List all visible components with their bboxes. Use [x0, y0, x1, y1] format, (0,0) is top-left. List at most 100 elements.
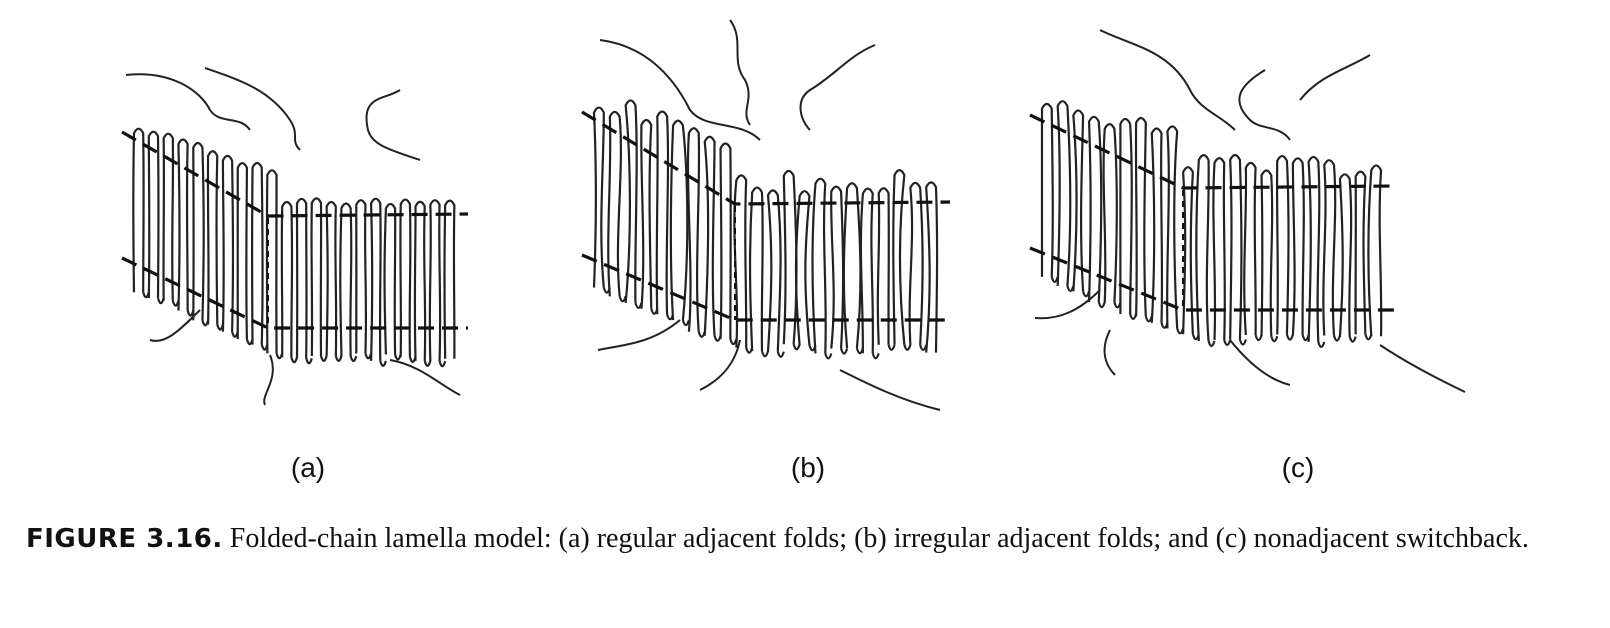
chain-fold [1102, 123, 1118, 303]
chain-fold [1195, 154, 1210, 342]
chain-fold-bottom [1254, 334, 1263, 342]
loose-chain-end [1238, 69, 1291, 141]
chain-fold [733, 174, 748, 348]
chain-fold-bottom [887, 344, 896, 351]
chain-fold [236, 162, 249, 340]
chain-fold [1338, 173, 1353, 337]
panel-c-nonadjacent-switchback [1029, 29, 1466, 393]
chain-fold-bottom [1223, 339, 1232, 347]
chain-fold-bottom [423, 360, 432, 368]
chain-fold [1229, 153, 1243, 340]
chain-fold [1182, 166, 1194, 335]
chain-fold [1354, 170, 1367, 335]
loose-chain-end [1299, 54, 1371, 101]
caption-text: Folded-chain lamella model: (a) regular … [222, 523, 1529, 554]
chain-fold [794, 190, 811, 346]
chain-fold [703, 135, 716, 336]
chain-fold [908, 181, 924, 345]
chain-fold [355, 199, 368, 354]
chain-fold [719, 142, 732, 340]
loose-chain-end [389, 359, 461, 396]
lamella-top-boundary [121, 130, 469, 218]
chain-fold [892, 169, 906, 345]
chain-fold [295, 197, 308, 359]
loose-chain-end [125, 73, 251, 131]
chain-fold [413, 200, 427, 361]
loose-chain-end [597, 319, 681, 351]
chain-fold-bottom [305, 358, 313, 365]
chain-fold-bottom [824, 353, 833, 360]
chain-fold [748, 186, 764, 352]
lamella-bottom-boundary [1029, 246, 1395, 312]
loose-chain-end [699, 339, 741, 391]
chain-fold-bottom [792, 343, 801, 351]
chain-fold [221, 154, 235, 332]
loose-chain-end [1103, 329, 1116, 376]
loose-chain-end [729, 19, 751, 126]
loose-chain-end [839, 369, 941, 411]
chain-fold-bottom [776, 351, 785, 358]
chain-fold [607, 110, 622, 297]
chain-fold-bottom [1317, 341, 1326, 349]
chain-fold-bottom [290, 356, 299, 364]
chain-fold [206, 150, 219, 325]
chain-fold [1275, 155, 1290, 335]
chain-fold [925, 181, 939, 353]
chain-fold-bottom [919, 344, 928, 352]
chain-fold-bottom [1285, 334, 1294, 341]
chain-fold [192, 141, 205, 321]
chain-fold [1291, 157, 1305, 336]
chain-fold [842, 182, 862, 349]
chain-fold [1119, 117, 1133, 314]
chain-fold-bottom [319, 355, 328, 363]
chain-fold [1056, 100, 1072, 287]
chain-fold [1307, 155, 1321, 342]
chain-fold [1134, 116, 1147, 317]
chain-fold [443, 199, 456, 359]
chain-fold [399, 198, 412, 357]
panel-label-c: (c) [1281, 452, 1315, 483]
panel-label-b: (b) [790, 452, 826, 483]
chain-fold-bottom [334, 355, 343, 363]
chain-fold [383, 202, 397, 355]
chain-fold-bottom [1332, 335, 1342, 342]
chain-fold [132, 127, 145, 293]
chain-fold [686, 127, 701, 332]
chain-fold [1243, 161, 1257, 336]
chain-fold [655, 110, 670, 315]
chain-fold [1072, 109, 1085, 292]
panel-a-regular-adjacent-folds [121, 67, 469, 406]
chain-fold [1087, 115, 1103, 303]
chain-fold [369, 197, 382, 361]
panel-b-irregular-adjacent-folds [581, 19, 951, 411]
chain-fold [162, 132, 175, 301]
loose-chain-end [263, 354, 274, 406]
chain-fold [1367, 164, 1383, 337]
loose-chain-end [1379, 344, 1466, 393]
chain-fold [251, 161, 264, 345]
lamella-bottom-boundary [121, 256, 468, 330]
chain-fold [1260, 169, 1274, 337]
loose-chain-end [365, 89, 421, 161]
chain-fold-bottom [1097, 301, 1106, 309]
chain-fold [669, 119, 689, 321]
chain-fold [147, 130, 160, 299]
loose-chain-end [149, 309, 201, 342]
chain-fold [1212, 157, 1226, 340]
chain-fold [782, 169, 798, 345]
chain-fold [624, 99, 638, 304]
chain-fold-bottom [840, 348, 849, 355]
chain-fold [1040, 102, 1054, 277]
chain-fold [339, 202, 353, 357]
chain-fold [766, 189, 782, 352]
chain-fold [830, 185, 845, 349]
chain-fold-bottom [1207, 340, 1216, 348]
chain-fold-bottom [618, 295, 627, 303]
chain-fold [876, 187, 890, 345]
loose-chain-end [1229, 339, 1291, 386]
chain-fold [177, 138, 189, 311]
chain-fold [1322, 159, 1337, 336]
chain-fold [640, 118, 653, 309]
loose-chain-end [799, 44, 876, 131]
